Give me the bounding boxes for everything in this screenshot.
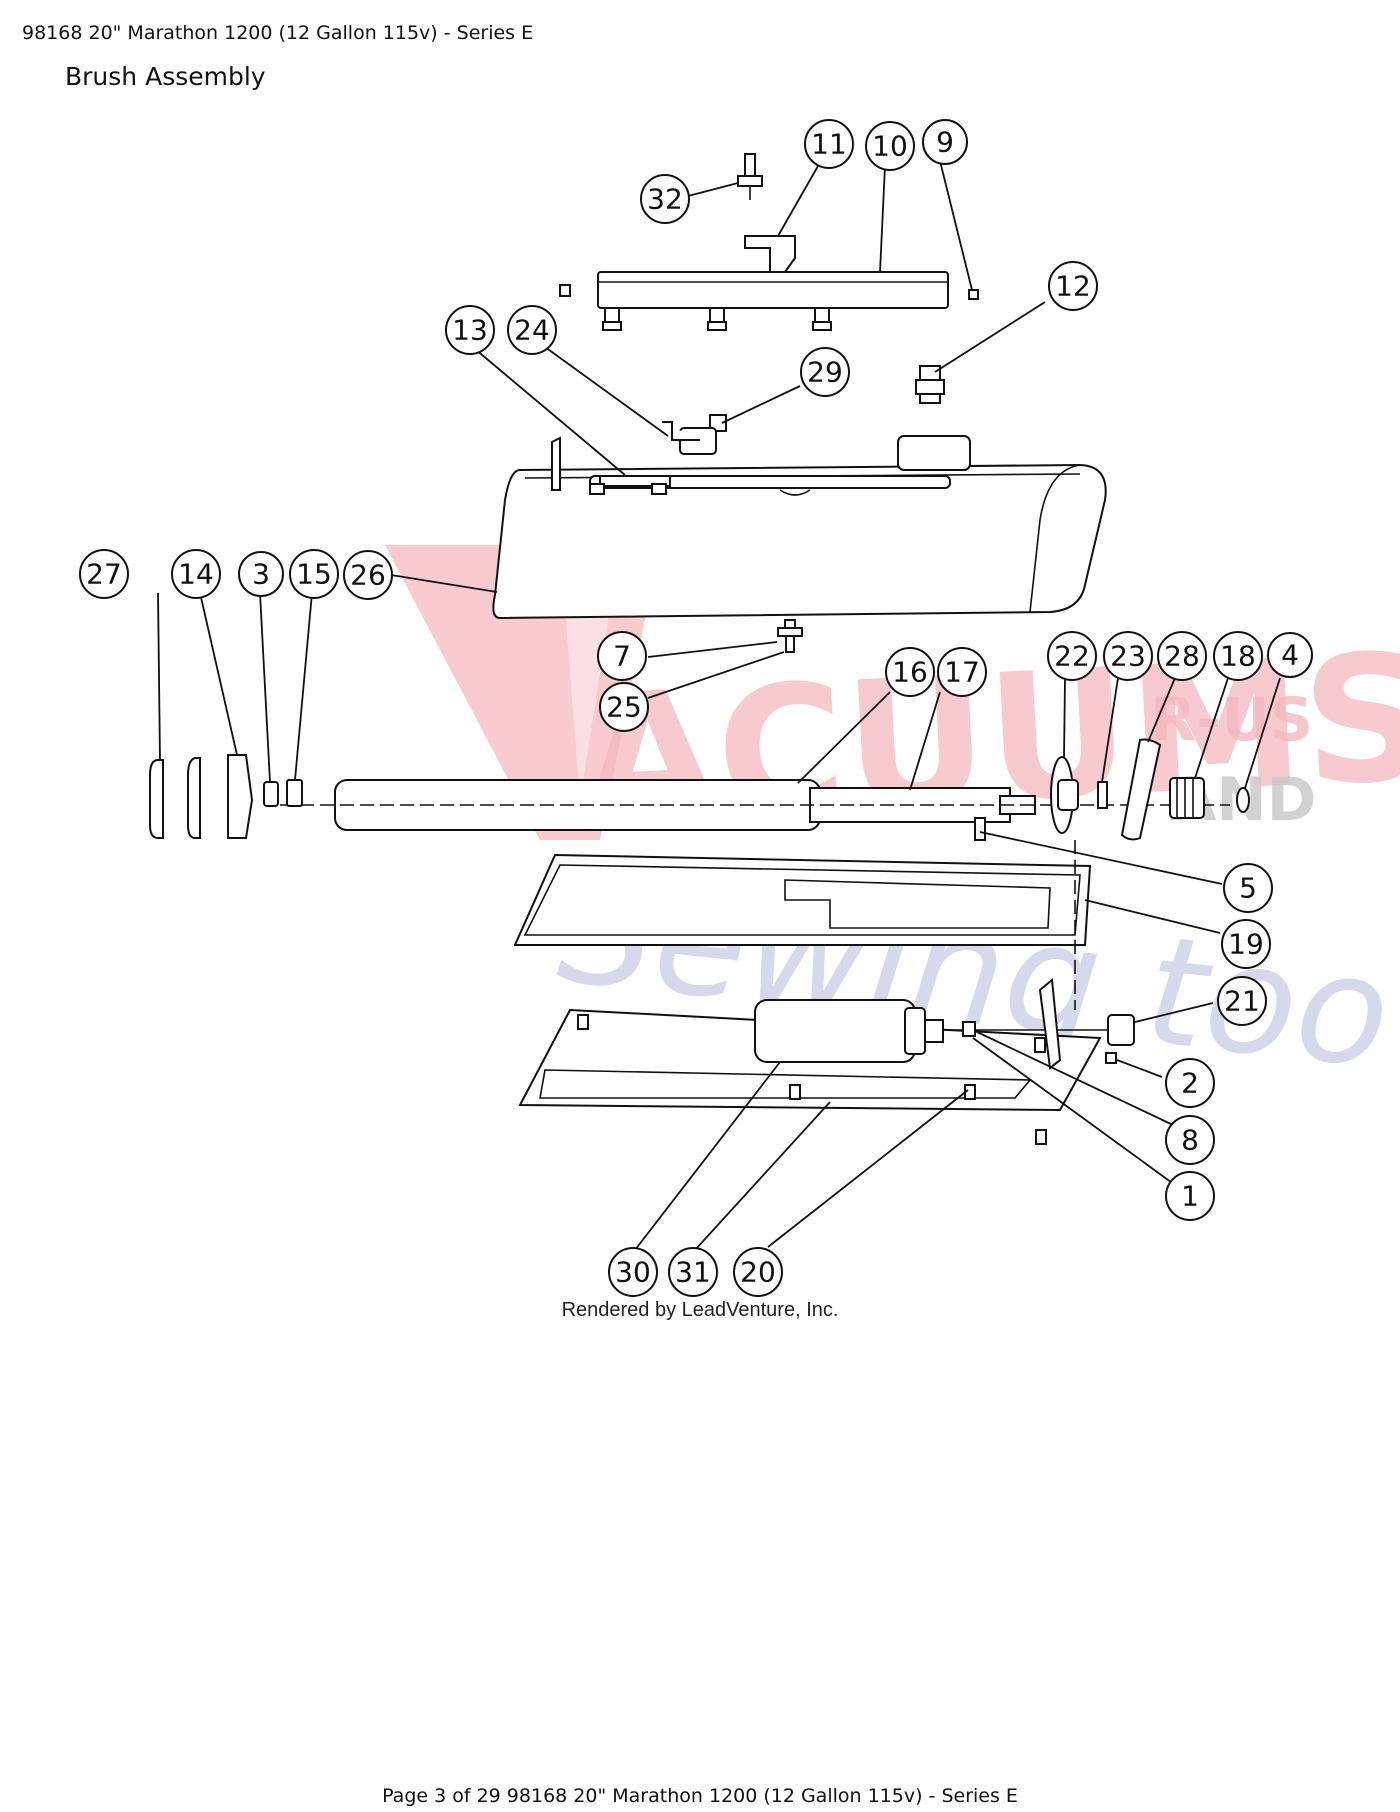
callout-4: 4 bbox=[1267, 632, 1313, 678]
svg-text:15: 15 bbox=[296, 558, 332, 591]
callout-9: 9 bbox=[922, 119, 968, 165]
svg-text:22: 22 bbox=[1054, 640, 1090, 673]
svg-text:12: 12 bbox=[1055, 270, 1091, 303]
callout-24: 24 bbox=[507, 305, 557, 355]
svg-text:31: 31 bbox=[675, 1256, 711, 1289]
callout-30: 30 bbox=[608, 1247, 658, 1297]
callout-13: 13 bbox=[445, 305, 495, 355]
svg-text:26: 26 bbox=[350, 559, 386, 592]
svg-text:30: 30 bbox=[615, 1256, 651, 1289]
svg-text:24: 24 bbox=[514, 314, 550, 347]
callout-27: 27 bbox=[79, 549, 129, 599]
callout-12: 12 bbox=[1048, 261, 1098, 311]
render-credit: Rendered by LeadVenture, Inc. bbox=[562, 1299, 839, 1321]
callout-5: 5 bbox=[1223, 863, 1273, 913]
callout-14: 14 bbox=[171, 549, 221, 599]
callout-32: 32 bbox=[640, 174, 690, 224]
svg-text:23: 23 bbox=[1110, 640, 1146, 673]
callout-15: 15 bbox=[289, 549, 339, 599]
callout-19: 19 bbox=[1221, 919, 1271, 969]
svg-text:2: 2 bbox=[1181, 1067, 1199, 1100]
callout-22: 22 bbox=[1047, 631, 1097, 681]
document-header: 98168 20" Marathon 1200 (12 Gallon 115v)… bbox=[22, 22, 534, 44]
watermark-brand-top: R-US bbox=[1150, 685, 1313, 755]
svg-text:18: 18 bbox=[1220, 640, 1256, 673]
svg-text:9: 9 bbox=[936, 126, 954, 159]
leader-lines bbox=[157, 160, 1281, 1251]
svg-text:11: 11 bbox=[811, 128, 847, 161]
watermark-v-shape bbox=[385, 545, 660, 840]
callout-3: 3 bbox=[238, 551, 284, 597]
callout-11: 11 bbox=[804, 119, 854, 169]
svg-text:28: 28 bbox=[1164, 640, 1200, 673]
svg-text:10: 10 bbox=[872, 130, 908, 163]
callout-2: 2 bbox=[1165, 1058, 1215, 1108]
top-bar-assembly bbox=[559, 153, 979, 432]
brush-housing bbox=[492, 421, 1107, 620]
callout-10: 10 bbox=[865, 121, 915, 171]
callout-31: 31 bbox=[668, 1247, 718, 1297]
callout-29: 29 bbox=[800, 347, 850, 397]
callout-26: 26 bbox=[343, 550, 393, 600]
right-end-parts bbox=[1050, 738, 1250, 841]
callout-18: 18 bbox=[1213, 631, 1263, 681]
callout-8: 8 bbox=[1165, 1115, 1215, 1165]
document-footer: Page 3 of 29 98168 20" Marathon 1200 (12… bbox=[382, 1785, 1018, 1807]
svg-text:7: 7 bbox=[613, 640, 631, 673]
callout-16: 16 bbox=[885, 647, 935, 697]
callout-1: 1 bbox=[1165, 1171, 1215, 1221]
left-end-parts bbox=[149, 754, 303, 839]
svg-text:1: 1 bbox=[1181, 1180, 1199, 1213]
base-plate bbox=[513, 840, 1092, 1010]
svg-text:3: 3 bbox=[252, 558, 270, 591]
svg-text:19: 19 bbox=[1228, 928, 1264, 961]
callout-20: 20 bbox=[733, 1247, 783, 1297]
section-title: Brush Assembly bbox=[65, 62, 266, 91]
callout-23: 23 bbox=[1103, 631, 1153, 681]
callout-25: 25 bbox=[599, 682, 649, 732]
svg-text:21: 21 bbox=[1224, 985, 1260, 1018]
svg-text:13: 13 bbox=[452, 314, 488, 347]
callout-28: 28 bbox=[1157, 631, 1207, 681]
svg-text:20: 20 bbox=[740, 1256, 776, 1289]
svg-text:25: 25 bbox=[606, 691, 642, 724]
callout-21: 21 bbox=[1217, 976, 1267, 1026]
callout-7: 7 bbox=[597, 631, 647, 681]
svg-text:29: 29 bbox=[807, 356, 843, 389]
svg-text:27: 27 bbox=[86, 558, 122, 591]
svg-text:32: 32 bbox=[647, 183, 683, 216]
svg-text:16: 16 bbox=[892, 656, 928, 689]
svg-text:8: 8 bbox=[1181, 1124, 1199, 1157]
callout-17: 17 bbox=[937, 647, 987, 697]
svg-text:5: 5 bbox=[1239, 872, 1257, 905]
screw-7-25 bbox=[777, 619, 803, 653]
motor-pan bbox=[518, 978, 1135, 1145]
svg-text:14: 14 bbox=[178, 558, 214, 591]
svg-text:4: 4 bbox=[1281, 639, 1299, 672]
callouts: 32 11 10 9 12 13 24 29 27 14 3 15 26 7 2… bbox=[79, 119, 1313, 1297]
svg-text:17: 17 bbox=[944, 656, 980, 689]
